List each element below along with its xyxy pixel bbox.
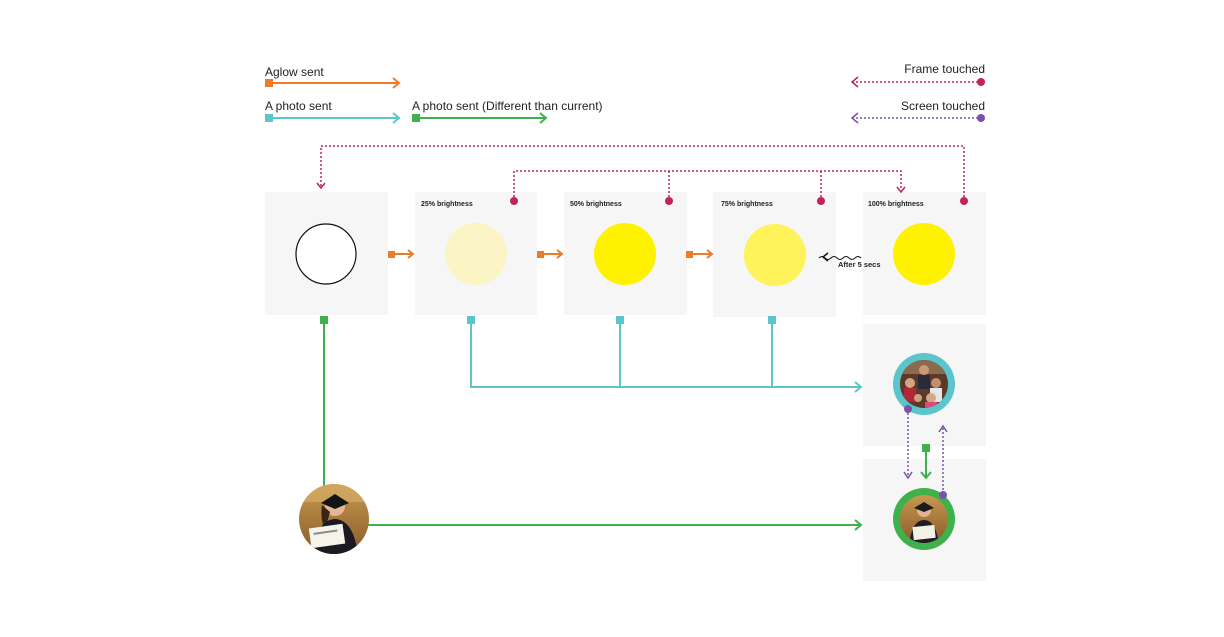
graduate-photo-small [900,495,948,543]
frame-touched-dots [510,197,968,205]
legend: Aglow sent A photo sent A photo sent (Di… [265,62,985,124]
label-100-brightness: 100% brightness [868,201,924,208]
glow-off-circle [295,223,357,285]
label-25-brightness: 25% brightness [421,201,473,208]
legend-aglow-sent: Aglow sent [265,65,401,89]
glow-25-circle [445,223,507,285]
screen-touch-dot-graduate [939,491,947,499]
glow-75-circle [744,224,806,286]
graduate-photo [299,484,369,554]
glow-100-circle [893,223,955,285]
after-5-secs-note: After 5 secs [818,252,881,269]
legend-screen-touched-label: Screen touched [901,99,985,113]
glow-50-circle [594,223,656,285]
after-5-secs-label: After 5 secs [838,260,881,269]
family-photo [900,360,948,408]
graduate-photo-frame [893,488,955,550]
legend-photo-sent-different: A photo sent (Different than current) [412,99,603,124]
photo-sent-arrows [467,316,863,393]
screen-touched-arrows [903,409,948,495]
label-50-brightness: 50% brightness [570,201,622,208]
label-75-brightness: 75% brightness [721,201,773,208]
legend-frame-touched-label: Frame touched [904,62,985,76]
legend-photo-sent-label: A photo sent [265,99,332,113]
graduate-photo-source [299,484,369,554]
family-photo-frame [893,353,955,415]
panels [265,192,986,581]
frame-touched-heads [316,182,906,194]
legend-photo-sent-different-label: A photo sent (Different than current) [412,99,603,113]
legend-aglow-sent-label: Aglow sent [265,65,324,79]
aglow-arrows [388,249,714,259]
photo-different-arrows [320,316,932,531]
legend-frame-touched: Frame touched [850,62,985,88]
legend-screen-touched: Screen touched [850,99,985,124]
legend-photo-sent: A photo sent [265,99,401,124]
frame-touched-arrows [320,145,965,201]
screen-touch-dot-family [904,405,912,413]
